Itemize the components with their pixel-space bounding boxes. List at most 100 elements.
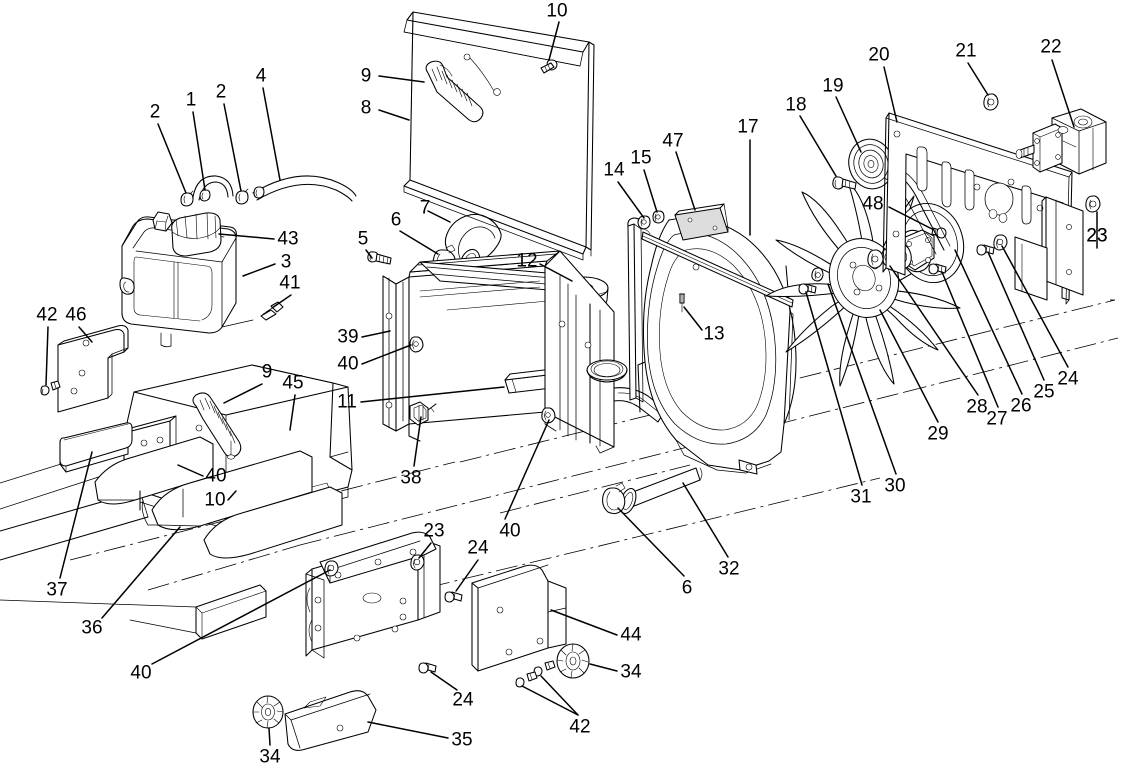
strap-part-47 xyxy=(674,203,729,241)
callout-number-2: 2 xyxy=(215,81,227,103)
callout-number-36: 36 xyxy=(81,617,103,639)
callout-number-8: 8 xyxy=(360,97,372,119)
callout-number-24: 24 xyxy=(1057,368,1079,390)
callout-number-40: 40 xyxy=(337,353,359,375)
fan-shroud-part-17 xyxy=(627,217,797,475)
callout-number-40: 40 xyxy=(130,662,152,684)
radiator-core-assembly xyxy=(367,250,666,454)
callout-number-31: 31 xyxy=(850,486,872,508)
callout-number-18: 18 xyxy=(785,94,807,116)
callout-number-9: 9 xyxy=(360,65,372,87)
callout-number-39: 39 xyxy=(337,326,359,348)
callout-number-30: 30 xyxy=(884,475,906,497)
rivet-part-13 xyxy=(678,293,686,313)
screw-part-41 xyxy=(260,301,284,321)
frame-assembly xyxy=(0,422,343,640)
radiator-side-bracket-part-39 xyxy=(382,275,410,432)
callout-number-41: 41 xyxy=(279,272,301,294)
callout-number-23: 23 xyxy=(1086,225,1108,247)
callout-number-9: 9 xyxy=(261,361,273,383)
callout-number-10: 10 xyxy=(204,489,226,511)
idler-pulley-part-19 xyxy=(832,138,894,190)
callout-number-38: 38 xyxy=(400,467,422,489)
callout-number-42: 42 xyxy=(36,304,58,326)
rear-screen-panel-part-8 xyxy=(403,11,595,261)
clamp-part-6-lower xyxy=(602,482,626,515)
drive-pulley-assembly xyxy=(867,202,965,284)
bolt-part-27 xyxy=(928,263,947,275)
callout-number-21: 21 xyxy=(955,40,977,62)
shield-part-44 xyxy=(471,564,590,688)
bolt-part-24-lower xyxy=(418,662,437,674)
callout-number-45: 45 xyxy=(282,372,304,394)
callout-number-7: 7 xyxy=(419,197,431,219)
callout-number-47: 47 xyxy=(662,130,684,152)
bolt-part-48 xyxy=(931,227,947,239)
coolant-reservoir-tank xyxy=(119,211,284,348)
callout-number-23: 23 xyxy=(1086,225,1108,247)
clamp-part-2-far xyxy=(253,186,265,199)
screw-part-14 xyxy=(637,215,651,230)
callout-number-17: 17 xyxy=(737,116,759,138)
nut-part-24 xyxy=(993,234,1008,251)
knob-part-34-bottom xyxy=(252,695,284,729)
callout-number-43: 43 xyxy=(277,228,299,250)
callout-number-34: 34 xyxy=(259,746,281,768)
nut-part-23-bracket xyxy=(410,554,425,571)
flange-nut-part-40-upper xyxy=(409,336,424,353)
callout-number-6: 6 xyxy=(681,577,693,599)
radiator-neck xyxy=(586,359,628,383)
hydraulic-pump-part-22 xyxy=(1015,108,1107,175)
latch-arm-part-35 xyxy=(252,690,377,751)
callout-number-15: 15 xyxy=(630,147,652,169)
callout-number-24: 24 xyxy=(467,537,489,559)
callout-number-19: 19 xyxy=(822,75,844,97)
callout-number-40: 40 xyxy=(499,520,521,542)
callout-number-44: 44 xyxy=(620,624,642,646)
callout-number-23: 23 xyxy=(423,520,445,542)
callout-number-27: 27 xyxy=(986,408,1008,430)
drain-valve-part-38 xyxy=(409,401,437,426)
screw-part-10 xyxy=(540,59,558,74)
reservoir-cap-part-43 xyxy=(171,212,222,257)
bolt-part-18 xyxy=(832,176,857,190)
reservoir-hoses xyxy=(180,175,357,207)
callout-number-10: 10 xyxy=(546,0,568,22)
callout-number-3: 3 xyxy=(280,251,292,273)
callout-number-1: 1 xyxy=(185,89,197,111)
callout-number-11: 11 xyxy=(337,391,357,413)
screw-part-5 xyxy=(367,251,392,265)
callout-number-48: 48 xyxy=(862,193,884,215)
bracket-box-assembly xyxy=(305,531,463,674)
washer-part-30 xyxy=(811,267,824,282)
callout-number-42: 42 xyxy=(569,716,591,738)
callout-number-35: 35 xyxy=(451,729,473,751)
leader-lines xyxy=(45,21,1098,746)
callout-number-26: 26 xyxy=(1010,395,1032,417)
washer-part-15 xyxy=(652,210,665,224)
callout-number-13: 13 xyxy=(703,323,725,345)
callout-number-12: 12 xyxy=(516,250,538,272)
screw-washer-14-15 xyxy=(637,210,665,230)
clamp-part-2-left xyxy=(180,190,194,207)
clamp-part-2-right xyxy=(235,188,249,205)
callout-number-2: 2 xyxy=(149,101,161,123)
callout-number-6: 6 xyxy=(390,209,402,231)
nut-part-26 xyxy=(867,249,884,269)
bolt-part-25 xyxy=(976,244,995,256)
callout-number-25: 25 xyxy=(1033,381,1055,403)
callout-number-4: 4 xyxy=(255,65,267,87)
callout-number-40: 40 xyxy=(205,465,227,487)
callout-number-22: 22 xyxy=(1040,36,1062,58)
callout-number-46: 46 xyxy=(65,304,87,326)
screw-part-42-b xyxy=(515,671,538,688)
bracket-part-46 xyxy=(40,324,129,413)
callout-number-32: 32 xyxy=(718,558,740,580)
callout-number-37: 37 xyxy=(46,579,68,601)
screw-part-42-left xyxy=(40,380,61,396)
callout-number-5: 5 xyxy=(357,228,369,250)
callout-number-28: 28 xyxy=(966,396,988,418)
callout-number-29: 29 xyxy=(927,423,949,445)
